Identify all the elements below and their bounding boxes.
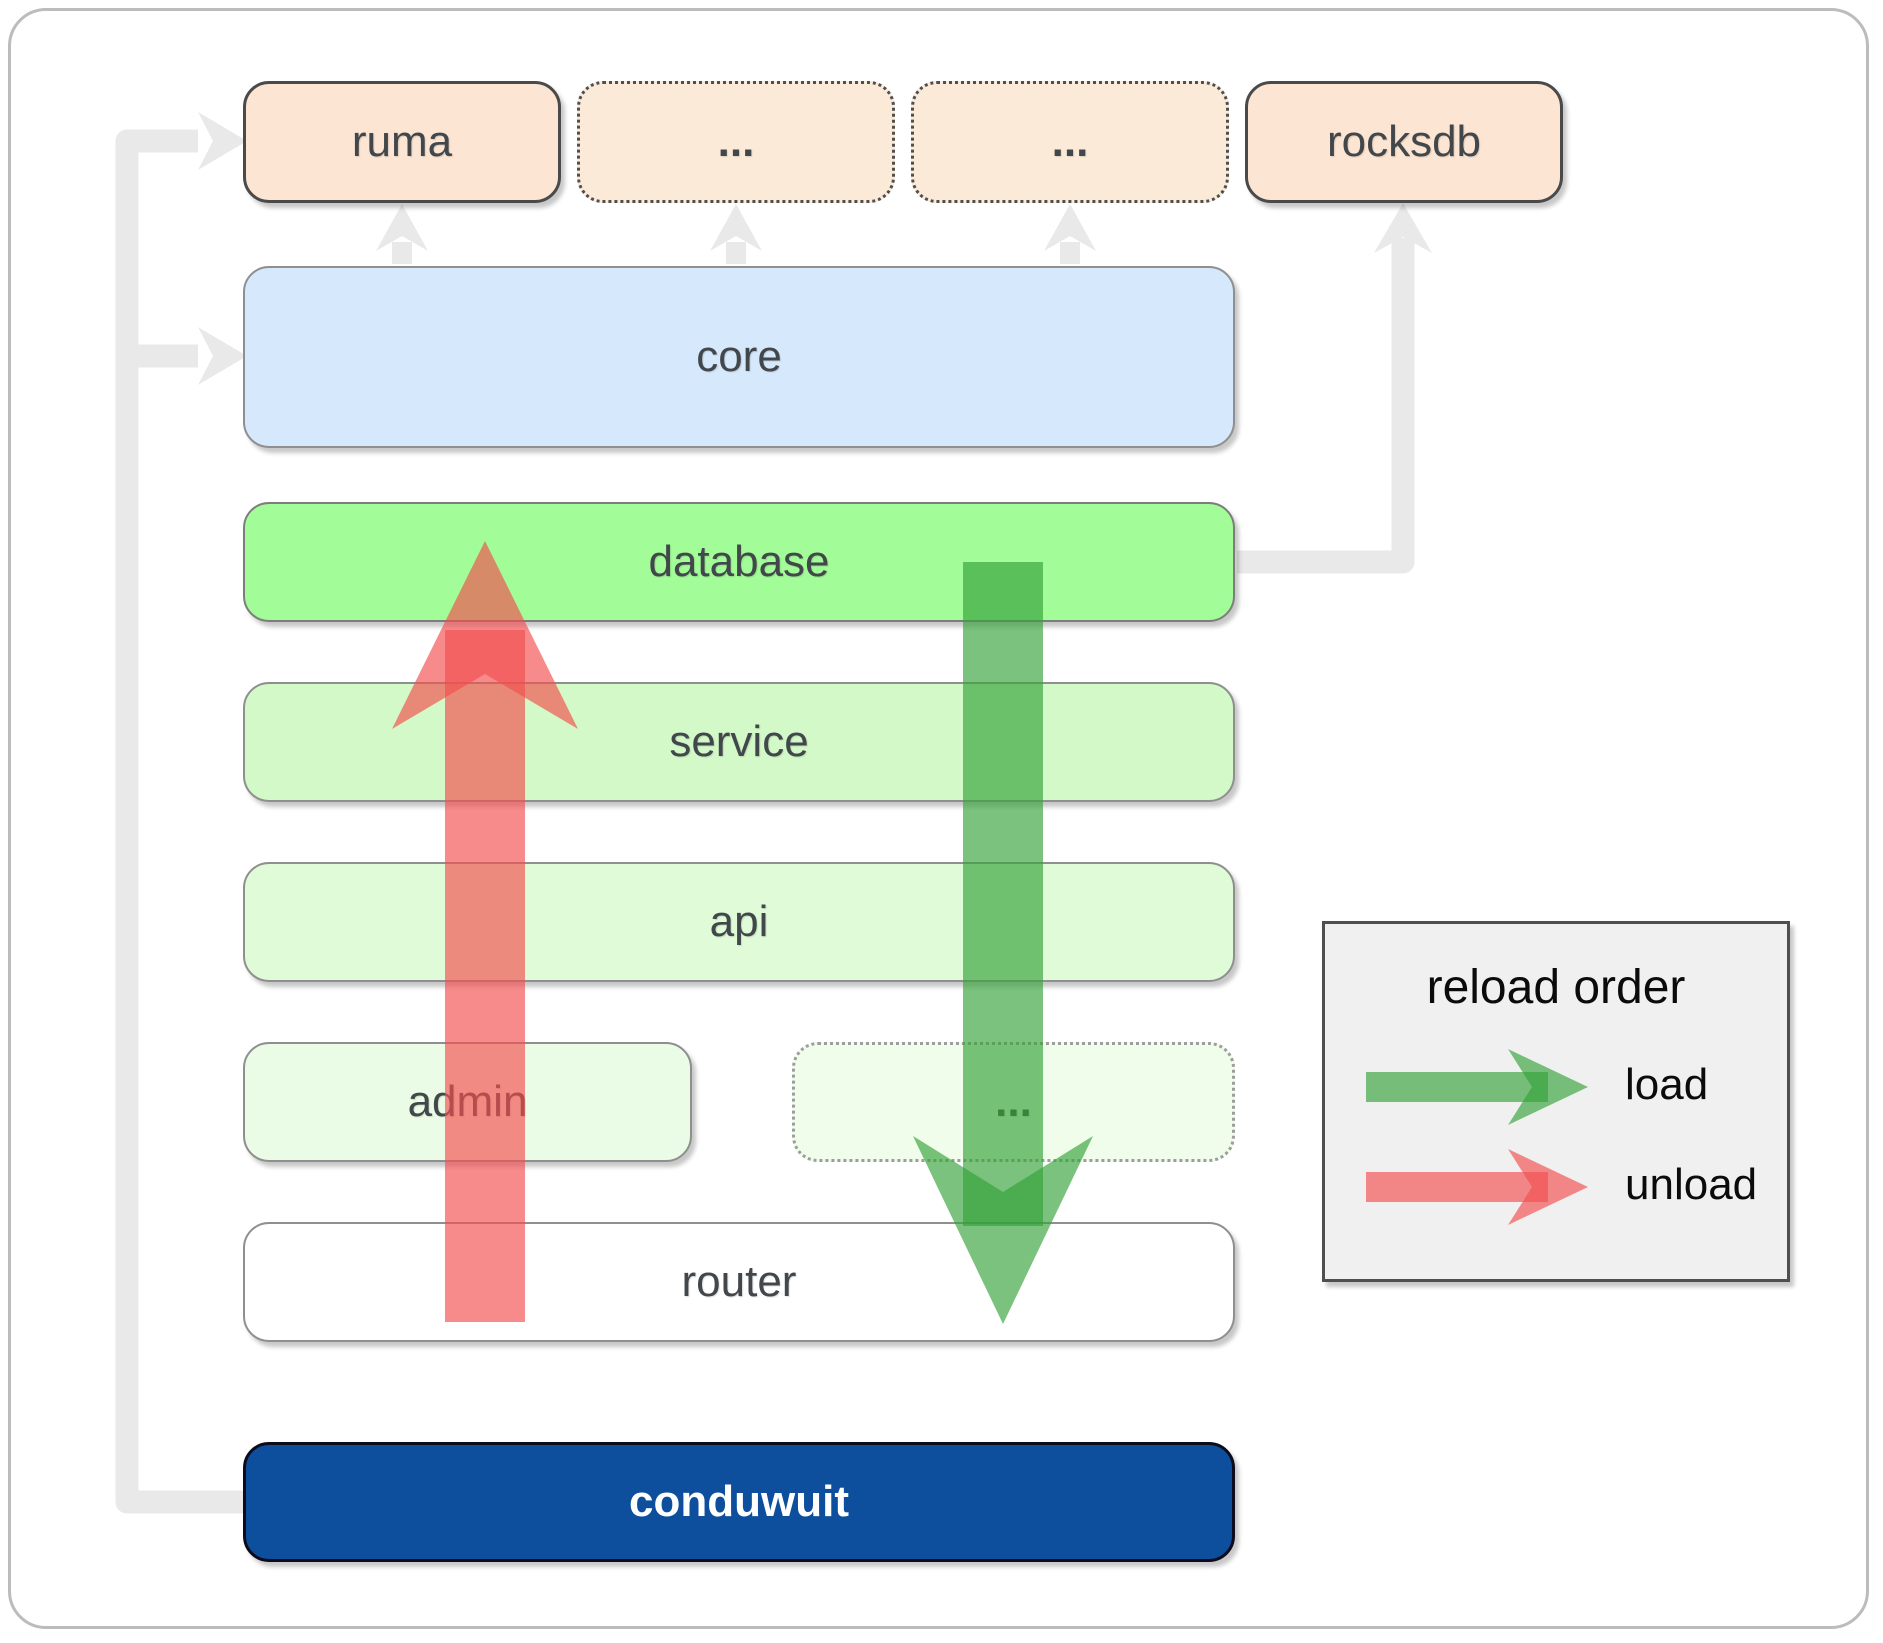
box-api-label: api [709,897,769,946]
box-conduwuit-label: conduwuit [629,1477,849,1526]
legend-unload-label: unload [1625,1160,1758,1209]
unload-arrow-icon [1366,1149,1588,1225]
box-admin: admin [243,1042,692,1162]
legend-load-label: load [1625,1060,1709,1109]
box-core: core [243,266,1235,448]
box-dependency-more-2-label: ... [1051,117,1089,166]
box-conduwuit: conduwuit [243,1442,1235,1562]
box-rocksdb: rocksdb [1245,81,1563,203]
box-router-label: router [681,1257,797,1306]
box-api: api [243,862,1235,982]
load-arrow-icon [1366,1049,1588,1125]
box-core-label: core [696,332,782,381]
box-router: router [243,1222,1235,1342]
legend-reload-order: reload order load unload [1322,921,1790,1282]
box-service-more-label: ... [995,1077,1032,1126]
box-dependency-more-2: ... [911,81,1229,203]
box-database: database [243,502,1235,622]
diagram-frame [8,8,1869,1629]
box-ruma: ruma [243,81,561,203]
box-ruma-label: ruma [351,117,453,166]
box-dependency-more-1-label: ... [717,117,755,166]
box-dependency-more-1: ... [577,81,895,203]
box-rocksdb-label: rocksdb [1326,117,1482,166]
box-service: service [243,682,1235,802]
box-admin-label: admin [407,1077,528,1126]
box-database-label: database [648,537,830,586]
legend-title: reload order [1426,961,1686,1014]
box-service-more: ... [792,1042,1235,1162]
box-service-label: service [669,717,809,766]
